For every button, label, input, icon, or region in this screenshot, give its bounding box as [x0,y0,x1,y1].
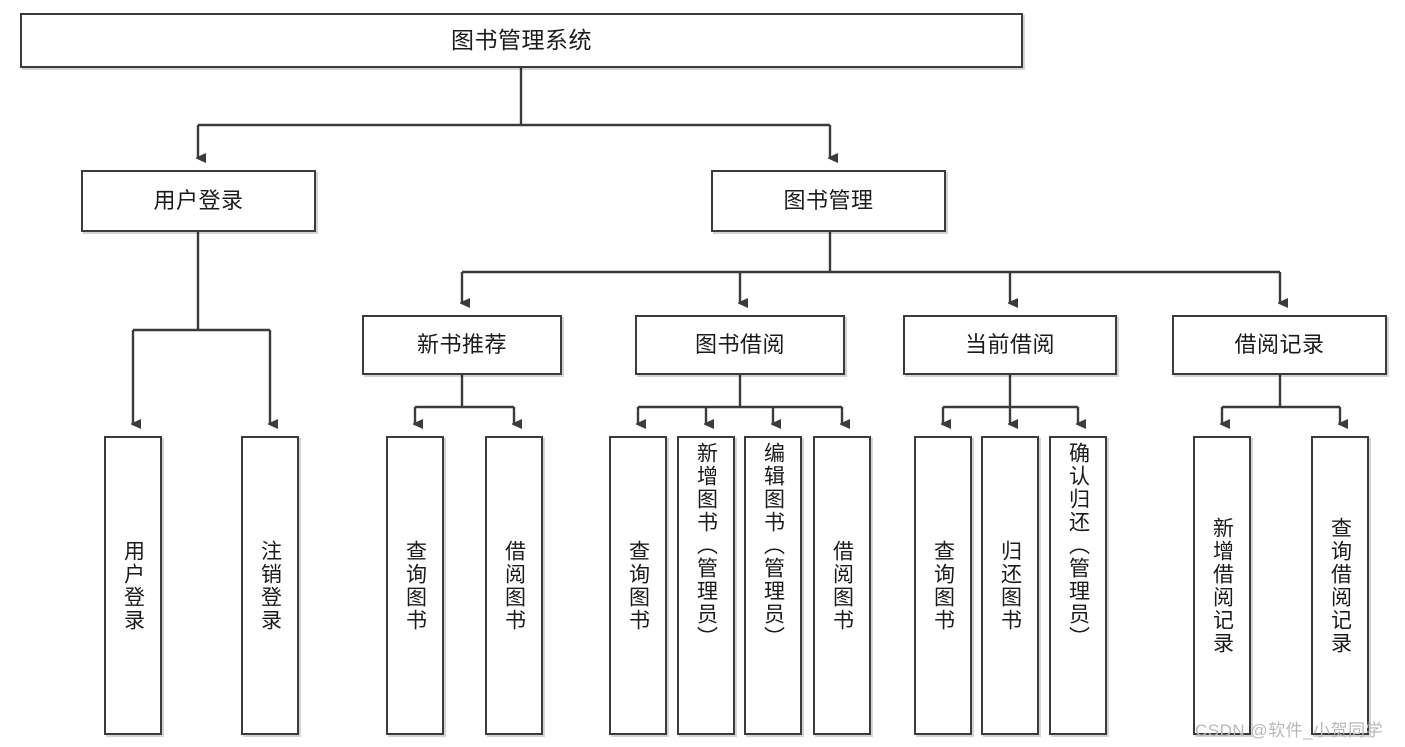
leaf-query-book-newbook[interactable]: 查询图书 [386,436,444,735]
node-label: 新增图书（管理员） [694,442,718,649]
node-new-book-recommendation[interactable]: 新书推荐 [362,315,562,375]
node-label: 图书管理系统 [451,27,592,54]
leaf-query-book-current[interactable]: 查询图书 [914,436,972,735]
node-label: 借阅图书 [830,539,854,632]
node-user-login[interactable]: 用户登录 [81,170,316,232]
leaf-borrow-book[interactable]: 借阅图书 [813,436,871,735]
node-label: 查询图书 [626,539,650,632]
watermark: CSDN @软件_小贺同学 [1195,721,1384,740]
node-current-borrowing[interactable]: 当前借阅 [903,315,1117,375]
node-label: 注销登录 [258,539,282,632]
node-label: 图书管理 [783,188,874,214]
leaf-logout[interactable]: 注销登录 [241,436,299,735]
leaf-confirm-return-admin[interactable]: 确认归还（管理员） [1049,436,1107,735]
node-label: 用户登录 [153,188,244,214]
node-label: 查询图书 [403,539,427,632]
node-label: 归还图书 [998,539,1022,632]
node-label: 编辑图书（管理员） [761,442,785,649]
node-borrowing-records[interactable]: 借阅记录 [1172,315,1387,375]
leaf-edit-book-admin[interactable]: 编辑图书（管理员） [744,436,802,735]
node-label: 借阅图书 [502,539,526,632]
node-root-book-management-system[interactable]: 图书管理系统 [20,13,1023,68]
node-label: 当前借阅 [964,332,1055,358]
leaf-query-borrow-record[interactable]: 查询借阅记录 [1311,436,1369,735]
leaf-add-book-admin[interactable]: 新增图书（管理员） [677,436,735,735]
node-label: 查询借阅记录 [1328,516,1352,655]
node-book-management[interactable]: 图书管理 [711,170,946,232]
node-label: 查询图书 [931,539,955,632]
node-book-borrowing[interactable]: 图书借阅 [635,315,845,375]
node-label: 用户登录 [121,539,145,632]
leaf-borrow-book-newbook[interactable]: 借阅图书 [485,436,543,735]
leaf-return-book[interactable]: 归还图书 [981,436,1039,735]
node-label: 新书推荐 [416,332,507,358]
node-label: 新增借阅记录 [1210,516,1234,655]
leaf-user-login[interactable]: 用户登录 [104,436,162,735]
leaf-query-book-borrow[interactable]: 查询图书 [609,436,667,735]
node-label: 借阅记录 [1234,332,1325,358]
node-label: 图书借阅 [694,332,785,358]
leaf-add-borrow-record[interactable]: 新增借阅记录 [1193,436,1251,735]
node-label: 确认归还（管理员） [1066,442,1090,649]
